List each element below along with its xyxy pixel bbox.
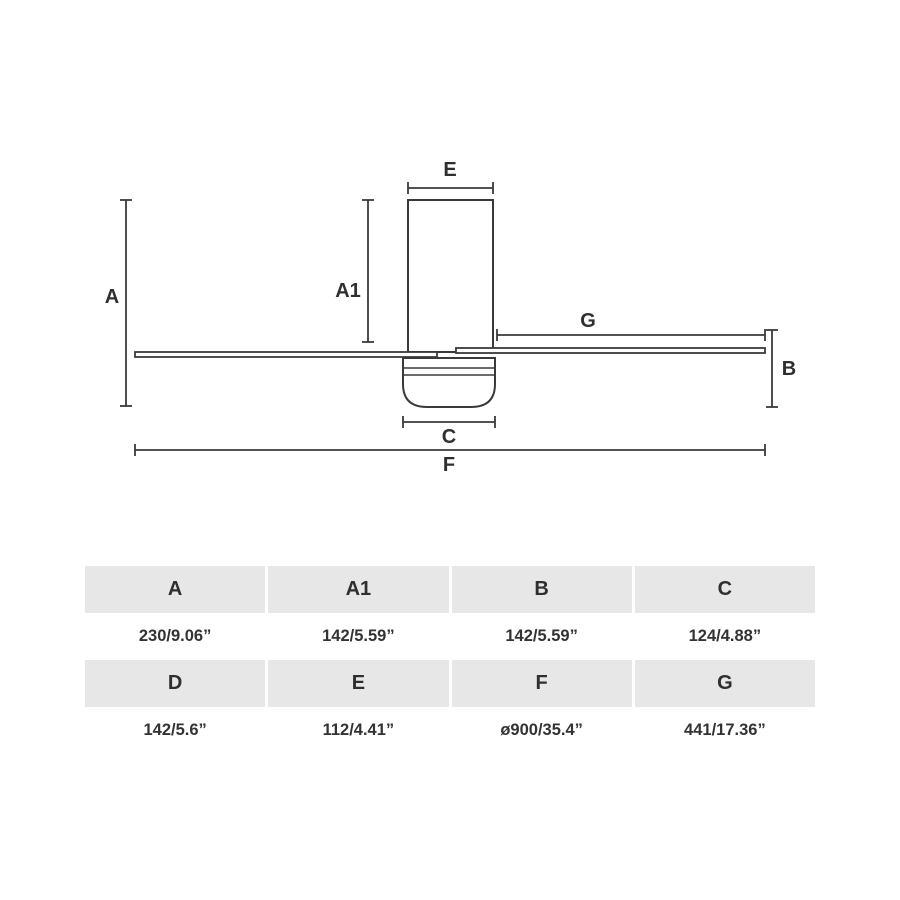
dimension-line-a1 [362,199,374,343]
dimension-line-b [766,329,778,408]
table-header-row-2: D E F G [85,660,815,707]
table-value-cell-b: 142/5.59” [451,613,632,660]
fan-bottom-cap [402,357,496,408]
dimension-line-f [134,444,766,456]
table-header-row-1: A A1 B C [85,566,815,613]
table-header-cell-b: B [451,566,632,613]
table-value-cell-d: 142/5.6” [85,707,266,754]
table-value-cell-a: 230/9.06” [85,613,266,660]
table-header-cell-a: A [85,566,266,613]
table-value-cell-c: 124/4.88” [634,613,815,660]
table-value-cell-a1: 142/5.59” [268,613,449,660]
fan-motor-housing [407,199,494,353]
dimension-label-c: C [442,426,456,448]
table-value-cell-e: 112/4.41” [268,707,449,754]
dimension-line-a [120,199,132,407]
fan-blade-left [134,351,438,358]
table-value-cell-g: 441/17.36” [634,707,815,754]
table-header-cell-f: F [451,660,632,707]
fan-dimension-diagram: E A A1 G [105,159,796,476]
dimension-label-a1: A1 [335,280,361,302]
table-header-cell-c: C [634,566,815,613]
fan-blade-right [455,347,766,354]
dimension-label-a: A [105,286,119,308]
table-value-row-1: 230/9.06” 142/5.59” 142/5.59” 124/4.88” [85,613,815,660]
table-value-cell-f: ø900/35.4” [451,707,632,754]
table-header-cell-d: D [85,660,266,707]
table-header-cell-e: E [268,660,449,707]
table-header-cell-g: G [634,660,815,707]
dimension-table: A A1 B C 230/9.06” 142/5.59” 142/5.59” 1… [85,566,815,754]
dimension-line-c [402,416,496,428]
dimension-label-f: F [443,454,455,476]
dimension-label-g: G [580,310,596,332]
dimension-label-e: E [443,159,456,181]
dimension-line-e [407,182,494,194]
diagram-svg: E A A1 G [105,159,796,476]
dimension-line-g [496,329,766,341]
table-value-row-2: 142/5.6” 112/4.41” ø900/35.4” 441/17.36” [85,707,815,754]
dimension-label-b: B [782,358,796,380]
table-header-cell-a1: A1 [268,566,449,613]
